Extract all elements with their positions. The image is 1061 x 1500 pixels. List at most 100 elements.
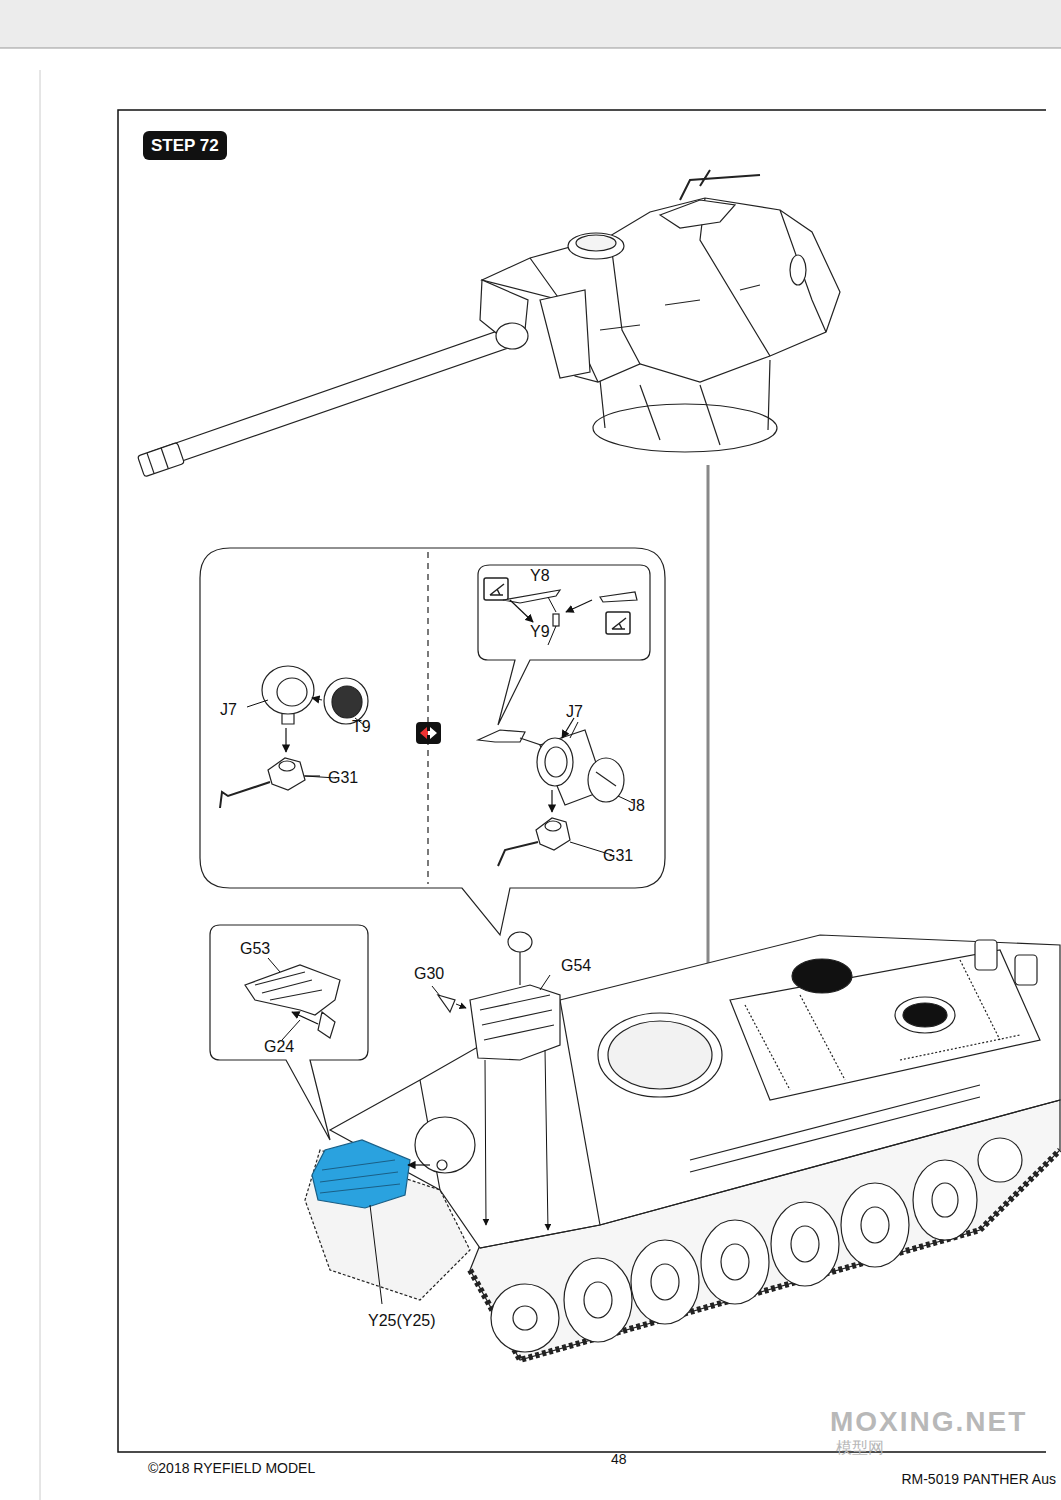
part-drawing-shape: [285, 728, 286, 752]
hull-drawing-shape: [895, 997, 955, 1033]
road-wheel-shape: [861, 1207, 889, 1243]
turret-drawing-shape: [568, 233, 624, 259]
part-drawing-shape: [408, 1164, 430, 1165]
part-drawing-shape: [324, 678, 368, 724]
part-number: J8: [628, 798, 645, 814]
road-wheel-shape: [771, 1202, 839, 1286]
part-number: J7: [220, 702, 237, 718]
road-wheel-shape: [701, 1220, 769, 1304]
part-drawing-shape: [312, 698, 322, 700]
part-drawing-shape: [318, 1012, 335, 1038]
glue-icon-shape: [612, 618, 626, 629]
glue-icon-shape: [484, 578, 508, 600]
option-callout: G53G24: [210, 925, 368, 1060]
glue-icon: [484, 578, 630, 634]
hull-drawing: [305, 935, 1060, 1360]
part-drawing-shape: [596, 772, 616, 786]
part-number: G54: [561, 958, 591, 974]
scan-edge-shape: [0, 48, 1061, 49]
leader-line-shape: [545, 1050, 548, 1230]
leader-line-shape: [370, 1205, 382, 1304]
part-drawing-shape: [503, 590, 637, 603]
watermark: MOXING.NET: [830, 1408, 1027, 1436]
turret-drawing-shape-shape: [161, 448, 168, 469]
road-wheel-shape: [631, 1240, 699, 1324]
part-drawing-shape: [480, 995, 554, 1040]
part-drawing-shape: [553, 614, 559, 626]
part-number: G30: [414, 966, 444, 982]
part-drawing-shape: [282, 714, 294, 724]
part-drawing-shape: [292, 1012, 318, 1024]
hull-drawing-shape: [330, 935, 1060, 1248]
road-wheel-shape: [913, 1160, 977, 1240]
part-drawing-shape: [519, 952, 520, 985]
option-icon-shape: [416, 722, 441, 744]
detail-callout: J7T9G31J7J8G31Y8Y9: [200, 548, 665, 888]
part-drawing-shape: [245, 965, 340, 1015]
leader-line-shape: [570, 722, 578, 738]
road-wheel: [491, 1138, 1022, 1352]
part-number: J7: [566, 704, 583, 720]
road-wheel-shape: [513, 1306, 537, 1330]
fender: [312, 1140, 410, 1208]
fender-shape: [312, 1140, 410, 1208]
callout-outline-shape: [427, 552, 428, 884]
hull-drawing-shape: [480, 1100, 1060, 1248]
road-wheel-shape: [721, 1244, 749, 1280]
part-number: G53: [240, 941, 270, 957]
part-drawing-shape: [262, 666, 314, 714]
callout-outline-shape: [478, 565, 650, 725]
turret-drawing-shape: [593, 404, 777, 452]
leader-line-shape: [247, 700, 268, 707]
part-drawing-shape: [255, 972, 322, 1000]
glue-callout: Y8Y9: [478, 565, 650, 660]
step-badge: STEP 72: [143, 131, 227, 160]
part-drawing: [220, 666, 368, 808]
part-drawing-shape: [478, 730, 525, 742]
turret-drawing-shape-shape: [138, 442, 185, 476]
part-number: T9: [352, 719, 371, 735]
glue-icon-shape: [606, 612, 630, 634]
turret-drawing-shape: [530, 198, 826, 382]
turret-drawing-shape: [482, 198, 840, 382]
road-wheel-shape: [978, 1138, 1022, 1182]
part-drawing-shape: [536, 818, 570, 850]
turret-drawing-shape: [150, 326, 520, 470]
leader-line-shape: [540, 975, 550, 990]
part-drawing-shape: [588, 758, 624, 802]
kit-title: RM-5019 PANTHER Aus: [901, 1472, 1056, 1486]
part-drawing-shape: [498, 842, 538, 866]
turret-drawing-shape: [138, 442, 185, 476]
turret-drawing-shape: [496, 323, 528, 349]
callout-outline-shape: [200, 548, 665, 935]
scan-edge-shape: [40, 70, 41, 1500]
road-wheel-shape: [791, 1226, 819, 1262]
part-number: G24: [264, 1039, 294, 1055]
part-drawing: [245, 965, 340, 1038]
part-drawing-shape: [470, 985, 560, 1060]
copyright: ©2018 RYEFIELD MODEL: [148, 1461, 315, 1475]
part-drawing-shape: [537, 738, 573, 786]
road-wheel-shape: [841, 1183, 909, 1267]
glue-icon-shape: [490, 584, 504, 595]
watermark: 模型网: [836, 1440, 884, 1456]
turret-drawing-shape: [680, 170, 760, 200]
part-number: Y9: [530, 624, 550, 640]
turret-drawing-shape: [576, 235, 616, 251]
part-drawing-shape: [332, 686, 362, 718]
leader-line-shape: [282, 1020, 300, 1040]
step-title: STEP 72: [151, 137, 219, 154]
part-drawing: [478, 590, 637, 866]
hull-drawing-shape: [745, 960, 1020, 1090]
part-drawing-shape: [545, 747, 567, 777]
part-number: Y8: [530, 568, 550, 584]
page-number: 48: [611, 1452, 627, 1466]
fender-shape: [320, 1160, 400, 1193]
leader-line-shape: [485, 1060, 486, 1225]
part-drawing-shape: [566, 600, 592, 612]
option-icon-shape: [428, 727, 437, 739]
hull-drawing-shape: [690, 1085, 980, 1172]
leader-line-shape: [268, 958, 280, 972]
callout-outline-shape: [210, 925, 368, 1140]
